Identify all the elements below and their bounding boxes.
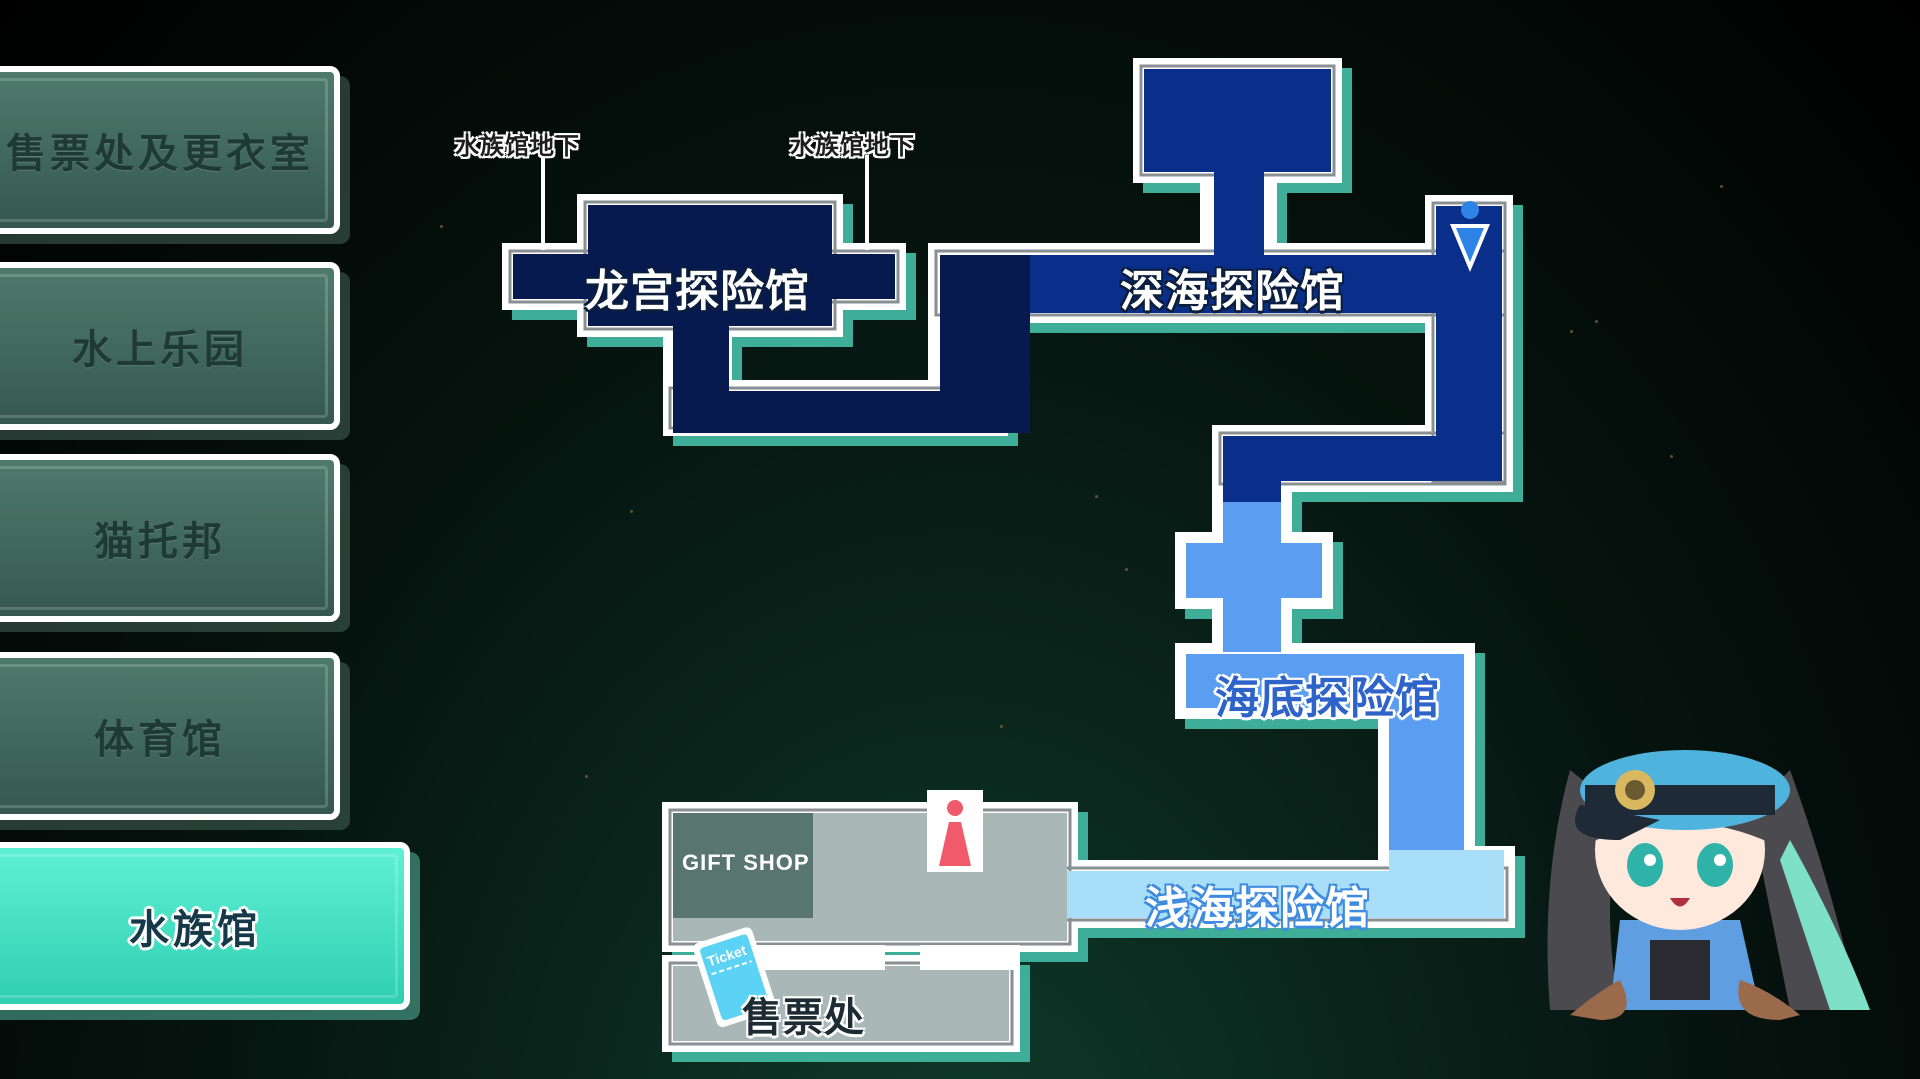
background-star xyxy=(1595,320,1598,323)
exit-label-left: 水族馆地下 xyxy=(455,132,580,160)
background-star xyxy=(585,775,588,778)
tab-label: 猫托邦 xyxy=(94,519,226,565)
tab-ticket-and-changing-room[interactable]: 售票处及更衣室 xyxy=(0,66,340,234)
tab-label: 水上乐园 xyxy=(72,327,248,373)
police-girl-mascot xyxy=(1547,750,1870,1020)
room-gift-shop[interactable]: GIFT SHOP xyxy=(682,850,810,875)
room-dragon-palace[interactable]: 龙宫探险馆 xyxy=(585,266,810,317)
background-star xyxy=(1125,568,1128,571)
tab-label: 水族馆 xyxy=(129,907,261,953)
male-restroom-icon xyxy=(1450,201,1490,272)
background-star xyxy=(1720,185,1723,188)
room-ticket-office[interactable]: 售票处 xyxy=(742,995,865,1041)
background-star xyxy=(1095,495,1098,498)
ticket-icon: Ticket xyxy=(693,927,777,1028)
background-star xyxy=(1570,330,1573,333)
tab-label: 体育馆 xyxy=(94,717,226,763)
room-sea-floor[interactable]: 海底探险馆 xyxy=(1215,673,1440,724)
tab-aquarium[interactable]: 水族馆 xyxy=(0,842,410,1010)
background-star xyxy=(1000,725,1003,728)
background-star xyxy=(1670,455,1673,458)
gift-shop-room xyxy=(673,813,813,918)
room-shallow-sea[interactable]: 浅海探险馆 xyxy=(1145,883,1370,934)
background-star xyxy=(630,510,633,513)
tab-water-park[interactable]: 水上乐园 xyxy=(0,262,340,430)
tab-catopia[interactable]: 猫托邦 xyxy=(0,454,340,622)
room-deep-sea[interactable]: 深海探险馆 xyxy=(1120,266,1345,317)
tab-gymnasium[interactable]: 体育馆 xyxy=(0,652,340,820)
tab-label: 售票处及更衣室 xyxy=(6,131,314,177)
exit-label-right: 水族馆地下 xyxy=(790,132,915,160)
background-star xyxy=(440,225,443,228)
female-restroom-icon xyxy=(927,790,983,872)
